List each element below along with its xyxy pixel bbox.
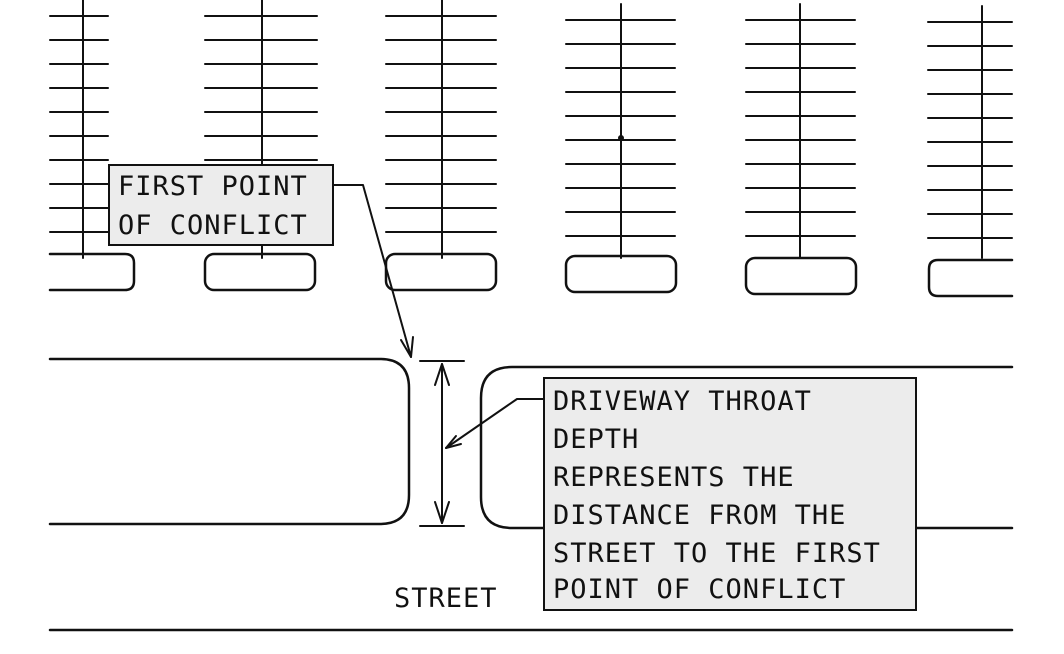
point-marker — [618, 135, 624, 141]
street-frontage — [48, 357, 1014, 632]
curb-island — [48, 252, 136, 292]
throat-depth-dimension — [419, 360, 465, 527]
first-point-callout: FIRST POINT OF CONFLICT — [108, 164, 334, 246]
throat-depth-label-line: DRIVEWAY THROAT — [553, 386, 812, 417]
throat-depth-label-line: DEPTH — [553, 424, 639, 455]
first-point-label-line: FIRST POINT — [118, 171, 308, 202]
parking-row — [927, 5, 1013, 259]
right-island — [479, 365, 1014, 530]
throat-depth-callout: DRIVEWAY THROAT DEPTH REPRESENTS THE DIS… — [543, 377, 917, 611]
parking-row — [745, 3, 856, 259]
left-island — [48, 357, 411, 526]
throat-depth-label-line: STREET TO THE FIRST — [553, 538, 881, 569]
curb-island — [203, 252, 317, 292]
throat-depth-label-line: POINT OF CONFLICT — [553, 574, 846, 605]
curb-islands — [48, 252, 1014, 298]
first-point-leader — [332, 184, 414, 358]
throat-depth-label-line: REPRESENTS THE — [553, 462, 795, 493]
curb-island — [744, 256, 858, 296]
throat-depth-label-line: DISTANCE FROM THE — [553, 500, 846, 531]
street-label: STREET — [394, 583, 498, 614]
parking-row — [565, 3, 676, 259]
curb-island — [384, 252, 498, 292]
first-point-label-line: OF CONFLICT — [118, 210, 308, 241]
parking-row — [49, 0, 109, 259]
parking-rows — [49, 0, 1013, 259]
parking-row — [385, 0, 497, 259]
throat-depth-leader — [445, 398, 545, 449]
curb-island — [564, 254, 678, 294]
curb-island — [927, 258, 1014, 298]
